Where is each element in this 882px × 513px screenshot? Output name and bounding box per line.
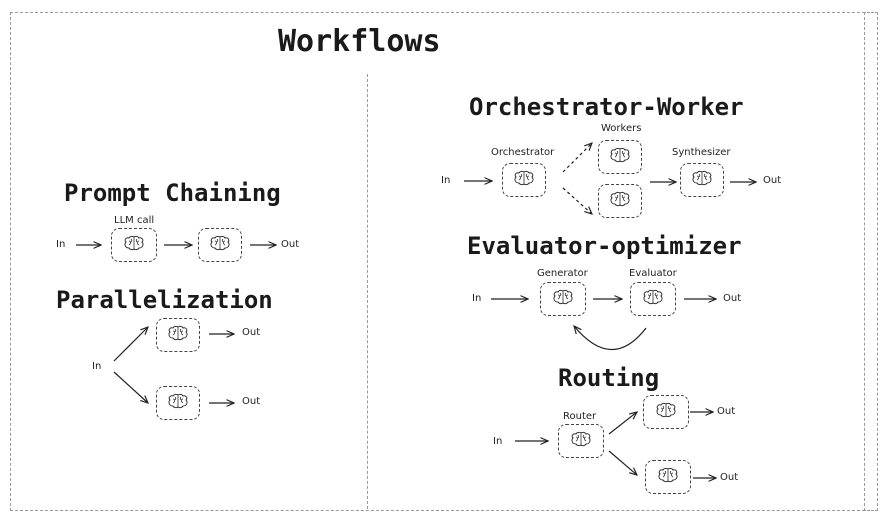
brain-icon <box>513 170 535 190</box>
brain-icon <box>167 393 189 413</box>
brain-icon <box>609 147 631 167</box>
orchestrator-out-label: Out <box>763 175 782 186</box>
router-label: Router <box>563 411 597 422</box>
orchestrator-label: Orchestrator <box>491 147 555 158</box>
llm-call-node <box>111 228 157 262</box>
llm-call-label: LLM call <box>114 215 155 226</box>
brain-icon <box>167 325 189 345</box>
prompt-chaining-title: Prompt Chaining <box>64 179 281 207</box>
parallel-node-bottom <box>156 386 200 420</box>
brain-icon <box>552 289 574 309</box>
router-node <box>558 424 604 458</box>
route-node-top <box>643 395 689 429</box>
prompt-chaining-out-label: Out <box>281 239 300 250</box>
route-node-bottom <box>645 460 691 494</box>
parallelization-in-label: In <box>92 361 102 372</box>
llm-call-node-2 <box>198 228 242 262</box>
evaluator-optimizer-title: Evaluator-optimizer <box>467 232 742 260</box>
brain-icon <box>655 402 677 422</box>
parallelization-title: Parallelization <box>56 286 273 314</box>
brain-icon <box>642 289 664 309</box>
generator-label: Generator <box>537 268 588 279</box>
synthesizer-node <box>680 163 724 197</box>
evaluator-in-label: In <box>472 293 482 304</box>
brain-icon <box>609 191 631 211</box>
center-divider <box>367 74 368 509</box>
brain-icon <box>123 235 145 255</box>
right-frame-edge <box>863 12 878 511</box>
page-title: Workflows <box>278 24 441 59</box>
generator-node <box>540 282 586 316</box>
parallel-node-top <box>156 318 200 352</box>
outer-frame <box>10 12 865 511</box>
routing-out-top-label: Out <box>717 406 736 417</box>
routing-out-bottom-label: Out <box>720 472 739 483</box>
orchestrator-node <box>502 163 546 197</box>
evaluator-out-label: Out <box>723 293 742 304</box>
parallelization-out-top-label: Out <box>242 327 261 338</box>
orchestrator-in-label: In <box>441 175 451 186</box>
workers-label: Workers <box>601 123 642 134</box>
evaluator-node <box>630 282 676 316</box>
brain-icon <box>570 431 592 451</box>
brain-icon <box>691 170 713 190</box>
worker-node-top <box>598 140 642 174</box>
brain-icon <box>657 467 679 487</box>
orchestrator-worker-title: Orchestrator-Worker <box>469 93 744 121</box>
brain-icon <box>209 235 231 255</box>
evaluator-label: Evaluator <box>629 268 677 279</box>
parallelization-out-bottom-label: Out <box>242 396 261 407</box>
prompt-chaining-in-label: In <box>56 239 66 250</box>
synthesizer-label: Synthesizer <box>672 147 731 158</box>
worker-node-bottom <box>598 184 642 218</box>
routing-title: Routing <box>558 364 660 392</box>
routing-in-label: In <box>493 436 503 447</box>
